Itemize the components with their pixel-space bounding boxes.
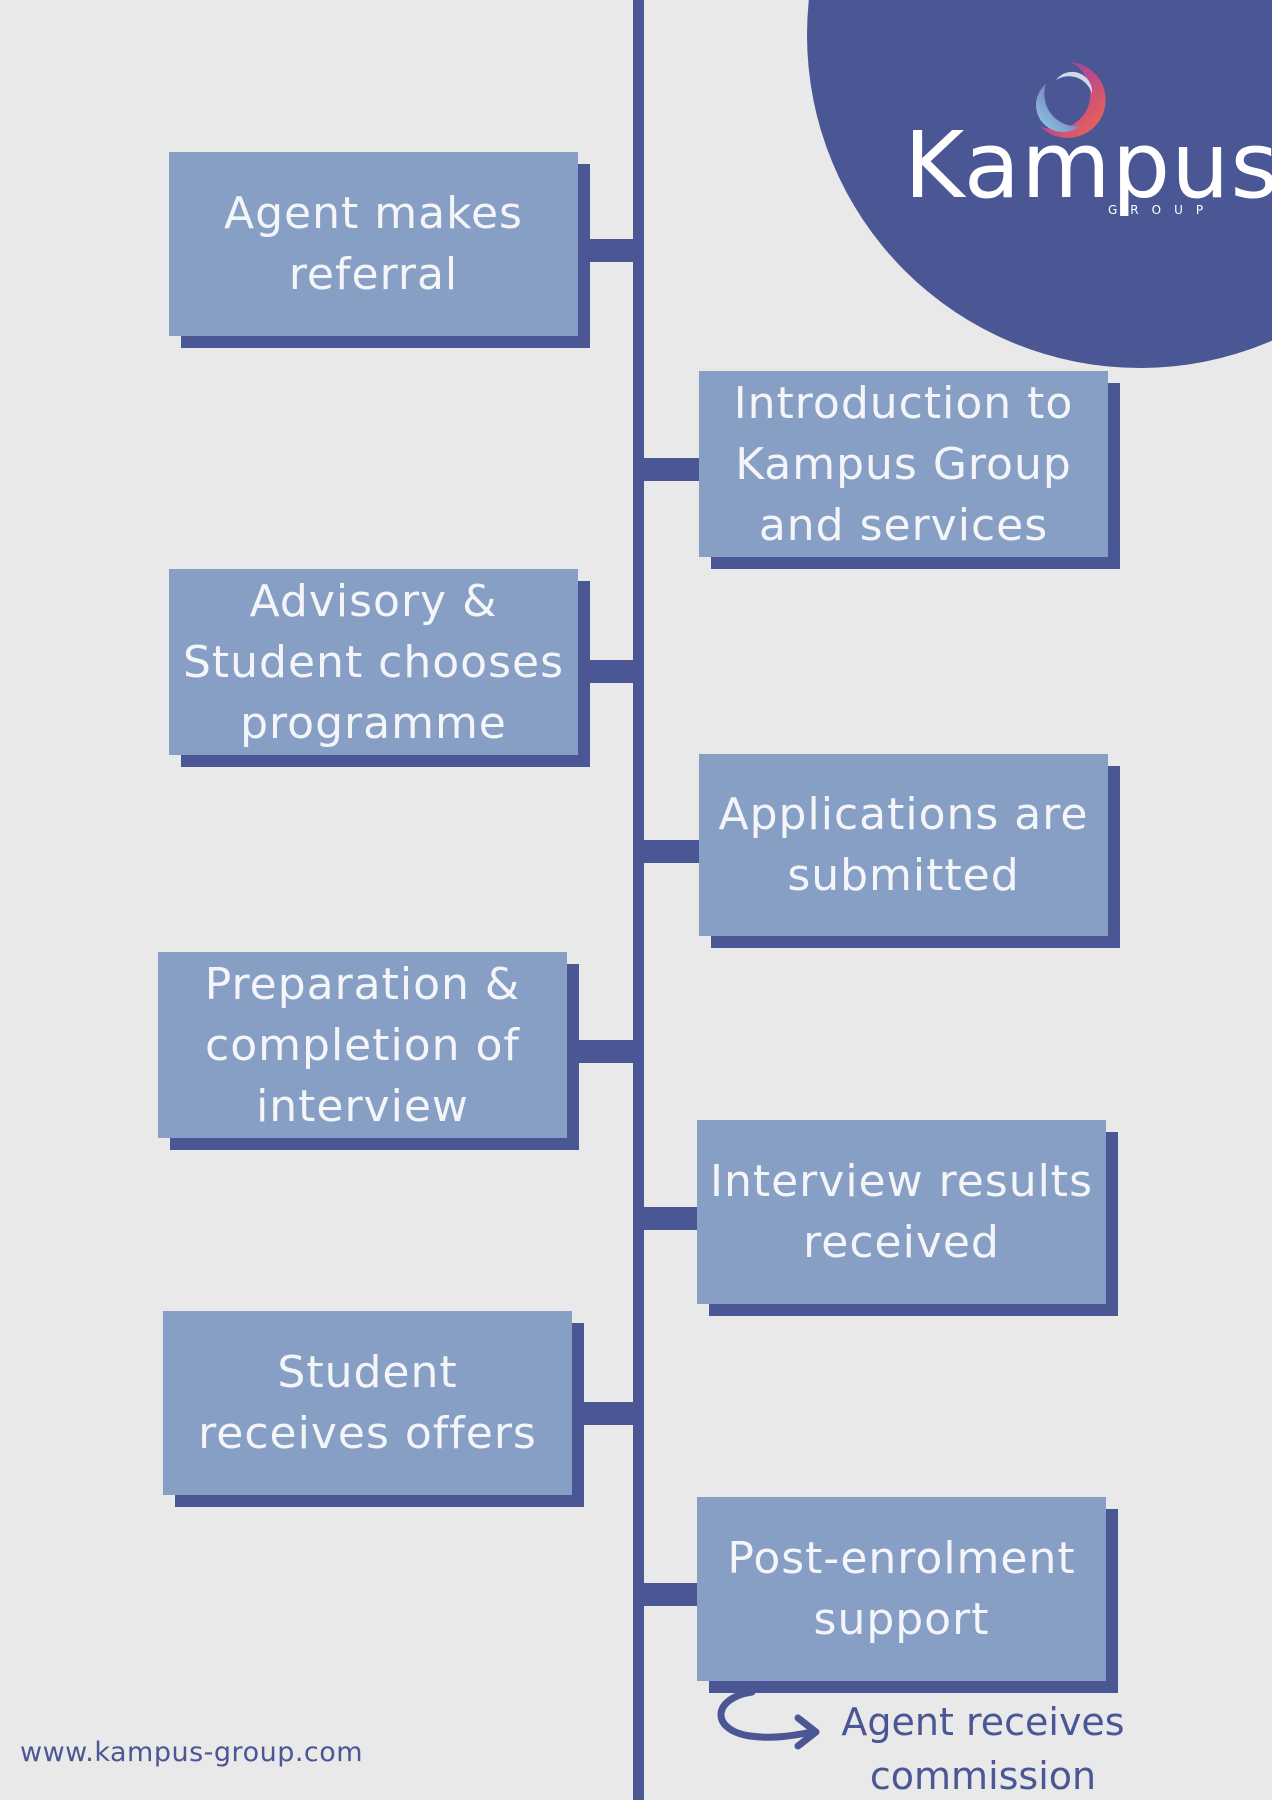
step-box-face	[699, 371, 1108, 557]
step-box-6: Interview results received	[697, 1120, 1106, 1304]
curved-arrow-icon	[717, 1688, 820, 1750]
step-box-face	[158, 952, 567, 1138]
connector-4	[642, 840, 702, 863]
connector-7	[584, 1402, 635, 1425]
step-box-face	[163, 1311, 572, 1495]
timeline-spine	[633, 0, 644, 1800]
connector-2	[642, 458, 702, 481]
final-note: Agent receives commission	[841, 1700, 1125, 1798]
step-box-5: Preparation & completion of interview	[158, 952, 567, 1138]
step-box-3: Advisory & Student chooses programme	[169, 569, 578, 755]
step-box-face	[697, 1120, 1106, 1304]
step-label-6: Interview results received	[710, 1156, 1093, 1268]
step-label-4: Applications are submitted	[718, 789, 1089, 901]
brand-wordmark: Kampus	[904, 112, 1272, 219]
step-label-3: Advisory & Student chooses programme	[182, 575, 565, 749]
step-box-2: Introduction to Kampus Group and service…	[699, 371, 1108, 557]
step-label-8: Post-enrolment support	[727, 1533, 1076, 1645]
connector-6	[642, 1207, 702, 1230]
step-label-5: Preparation & completion of interview	[204, 958, 521, 1132]
website-link[interactable]: www.kampus-group.com	[20, 1737, 364, 1768]
step-box-4: Applications are submitted	[699, 754, 1108, 936]
step-label-7: Student receives offers	[198, 1347, 537, 1459]
step-box-face	[169, 152, 578, 336]
step-box-face	[697, 1497, 1106, 1681]
step-label-1: Agent makes referral	[224, 188, 523, 300]
connector-8	[642, 1583, 702, 1606]
step-box-face	[699, 754, 1108, 936]
step-box-7: Student receives offers	[163, 1311, 572, 1495]
connector-1	[590, 239, 635, 262]
connector-3	[590, 660, 635, 683]
kampus-swirl-logo-icon	[1035, 62, 1106, 138]
step-box-1: Agent makes referral	[169, 152, 578, 336]
step-label-2: Introduction to Kampus Group and service…	[733, 377, 1074, 551]
step-box-8: Post-enrolment support	[697, 1497, 1106, 1681]
connector-5	[578, 1040, 635, 1063]
brand-tagline: GROUP	[1108, 203, 1217, 217]
step-box-face	[169, 569, 578, 755]
